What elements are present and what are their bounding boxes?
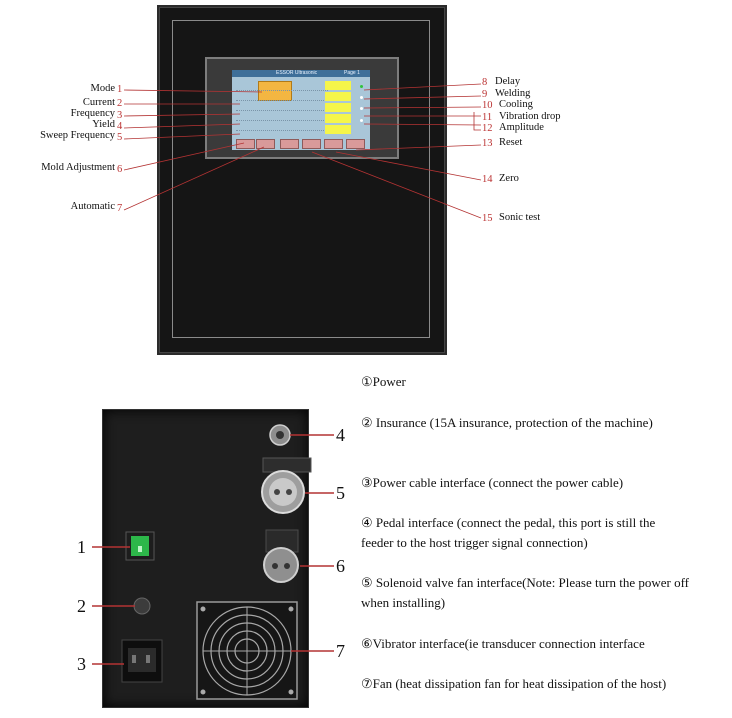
num-14: 14 [482,174,493,185]
label-amplitude: Amplitude [499,122,544,133]
label-zero: Zero [499,173,519,184]
legend-item-7: ⑦Fan (heat dissipation fan for heat diss… [361,676,667,691]
legend-item-5: ⑤ Solenoid valve fan interface(Note: Ple… [361,575,689,610]
lcd-row-welding [236,91,328,101]
num-4: 4 [117,121,123,132]
touch-screen[interactable]: ESSOR Ultrasonic Page 1 [232,70,370,150]
label-frequency: Frequency [70,108,115,119]
rear-callout-3: 3 [77,654,86,674]
solenoid-fan-connector-icon [261,457,312,514]
num-5: 5 [117,132,123,143]
cooling-value-field[interactable] [325,103,351,112]
cooling-indicator-icon [360,107,363,110]
power-switch-icon [125,531,155,561]
legend-item-1: ①Power [361,374,406,389]
legend-item-6: ⑥Vibrator interface(ie transducer connec… [361,636,645,651]
num-9: 9 [482,89,488,100]
fuse-holder-icon [133,597,151,615]
lcd-row-delay [236,81,328,91]
rear-callout-5: 5 [336,483,345,503]
fuse-holder-top-icon [269,424,291,446]
rear-callout-7: 7 [336,641,345,661]
rear-callout-1: 1 [77,537,86,557]
label-yield: Yield [92,119,115,130]
mold-adjustment-button[interactable] [236,139,255,149]
label-sonic-test: Sonic test [499,212,541,223]
amplitude-value-field[interactable] [325,125,351,134]
num-12: 12 [482,123,493,134]
lcd-button-3[interactable] [280,139,299,149]
delay-indicator-icon [360,85,363,88]
label-delay: Delay [495,76,521,87]
sonic-test-button[interactable] [346,139,365,149]
rear-callout-2: 2 [77,596,86,616]
transducer-connector-icon [263,529,299,583]
num-1: 1 [117,84,123,95]
label-mold-adjustment: Mold Adjustment [41,162,115,173]
fan-grille-icon [196,601,298,700]
front-bezel [172,20,430,338]
num-3: 3 [117,110,123,121]
lcd-row-vibration-drop [236,111,328,121]
legend-item-3: ③Power cable interface (connect the powe… [361,475,624,490]
label-automatic: Automatic [70,201,115,212]
vibration-drop-value-field[interactable] [325,114,351,123]
label-cooling: Cooling [499,99,533,110]
label-sweep-frequency: Sweep Frequency [40,130,115,141]
num-2: 2 [117,98,123,109]
vibration-indicator-icon [360,119,363,122]
screen-header-right: Page 1 [344,70,360,76]
rear-callout-6: 6 [336,556,345,576]
lcd-row-amplitude [236,121,328,131]
legend-item-2: ② Insurance (15A insurance, protection o… [361,415,653,430]
rear-callout-4: 4 [336,425,345,445]
label-current: Current [82,97,115,108]
zero-button[interactable] [324,139,343,149]
power-socket-icon [121,639,163,683]
num-10: 10 [482,100,493,111]
automatic-button[interactable] [256,139,275,149]
label-mode: Mode [90,83,116,94]
label-vibration-drop: Vibration drop [499,111,561,122]
label-welding: Welding [495,88,531,99]
lcd-row-cooling [236,101,328,111]
num-15: 15 [482,213,493,224]
screen-title-bar: ESSOR Ultrasonic Page 1 [232,70,370,77]
num-8: 8 [482,77,488,88]
legend-item-4: ④ Pedal interface (connect the pedal, th… [361,515,656,550]
num-6: 6 [117,164,123,175]
num-11: 11 [482,112,493,123]
welding-value-field[interactable] [325,92,351,101]
welding-indicator-icon [360,96,363,99]
reset-button[interactable] [302,139,321,149]
delay-value-field[interactable] [325,81,351,90]
num-13: 13 [482,138,493,149]
num-7: 7 [117,203,123,214]
label-reset: Reset [499,137,523,148]
screen-header-left: ESSOR Ultrasonic [276,70,318,76]
